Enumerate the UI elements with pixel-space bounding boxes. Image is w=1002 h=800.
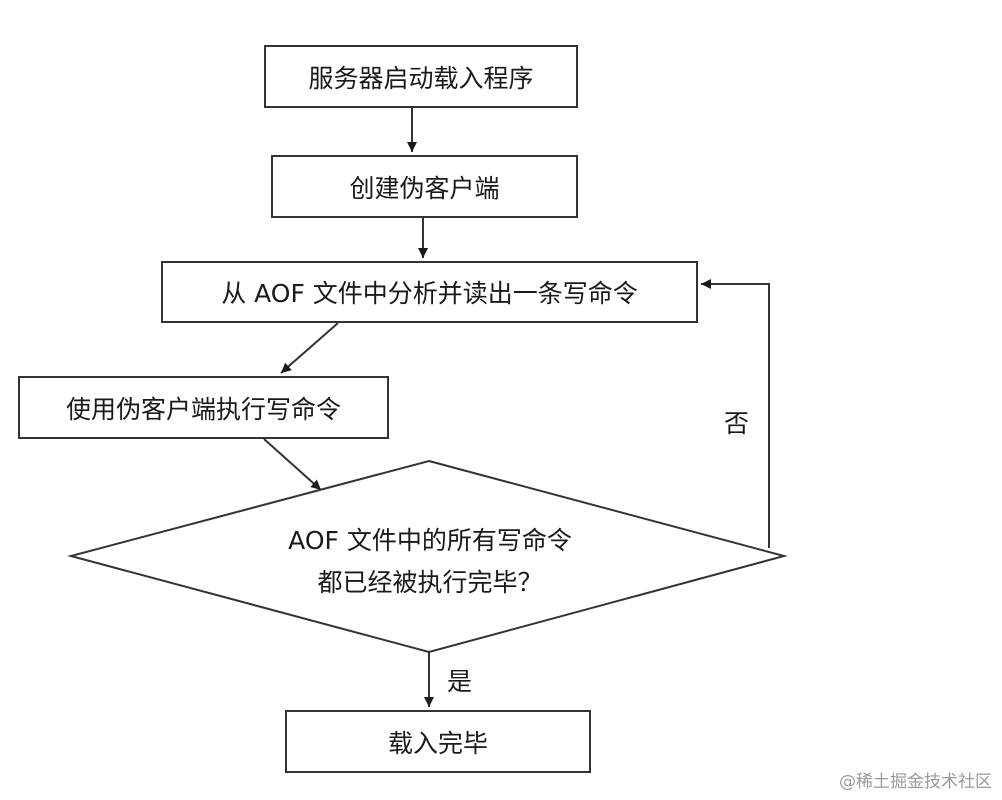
step-end-box: 载入完毕	[285, 710, 591, 773]
step-start-label: 服务器启动载入程序	[308, 63, 534, 93]
decision-label-line2: 都已经被执行完毕？	[317, 568, 543, 597]
decision-label: AOF 文件中的所有写命令 都已经被执行完毕？	[230, 520, 630, 604]
step-create-client-label: 创建伪客户端	[349, 173, 500, 203]
edge-label-no: 否	[724, 409, 750, 438]
watermark: @稀土掘金技术社区	[839, 772, 992, 792]
step-execute-command-box: 使用伪客户端执行写命令	[18, 376, 389, 439]
arrow-read-to-exec	[280, 322, 339, 374]
decision-label-line1: AOF 文件中的所有写命令	[288, 526, 572, 555]
step-end-label: 载入完毕	[387, 728, 488, 758]
step-read-command-box: 从 AOF 文件中分析并读出一条写命令	[161, 261, 698, 323]
arrow-exec-to-decision	[263, 438, 322, 491]
arrow-no-loop	[701, 279, 770, 548]
step-start-box: 服务器启动载入程序	[264, 45, 578, 108]
edge-label-yes: 是	[447, 667, 473, 696]
step-read-command-label: 从 AOF 文件中分析并读出一条写命令	[221, 279, 638, 308]
step-execute-command-label: 使用伪客户端执行写命令	[65, 394, 341, 424]
step-create-client-box: 创建伪客户端	[271, 155, 578, 218]
